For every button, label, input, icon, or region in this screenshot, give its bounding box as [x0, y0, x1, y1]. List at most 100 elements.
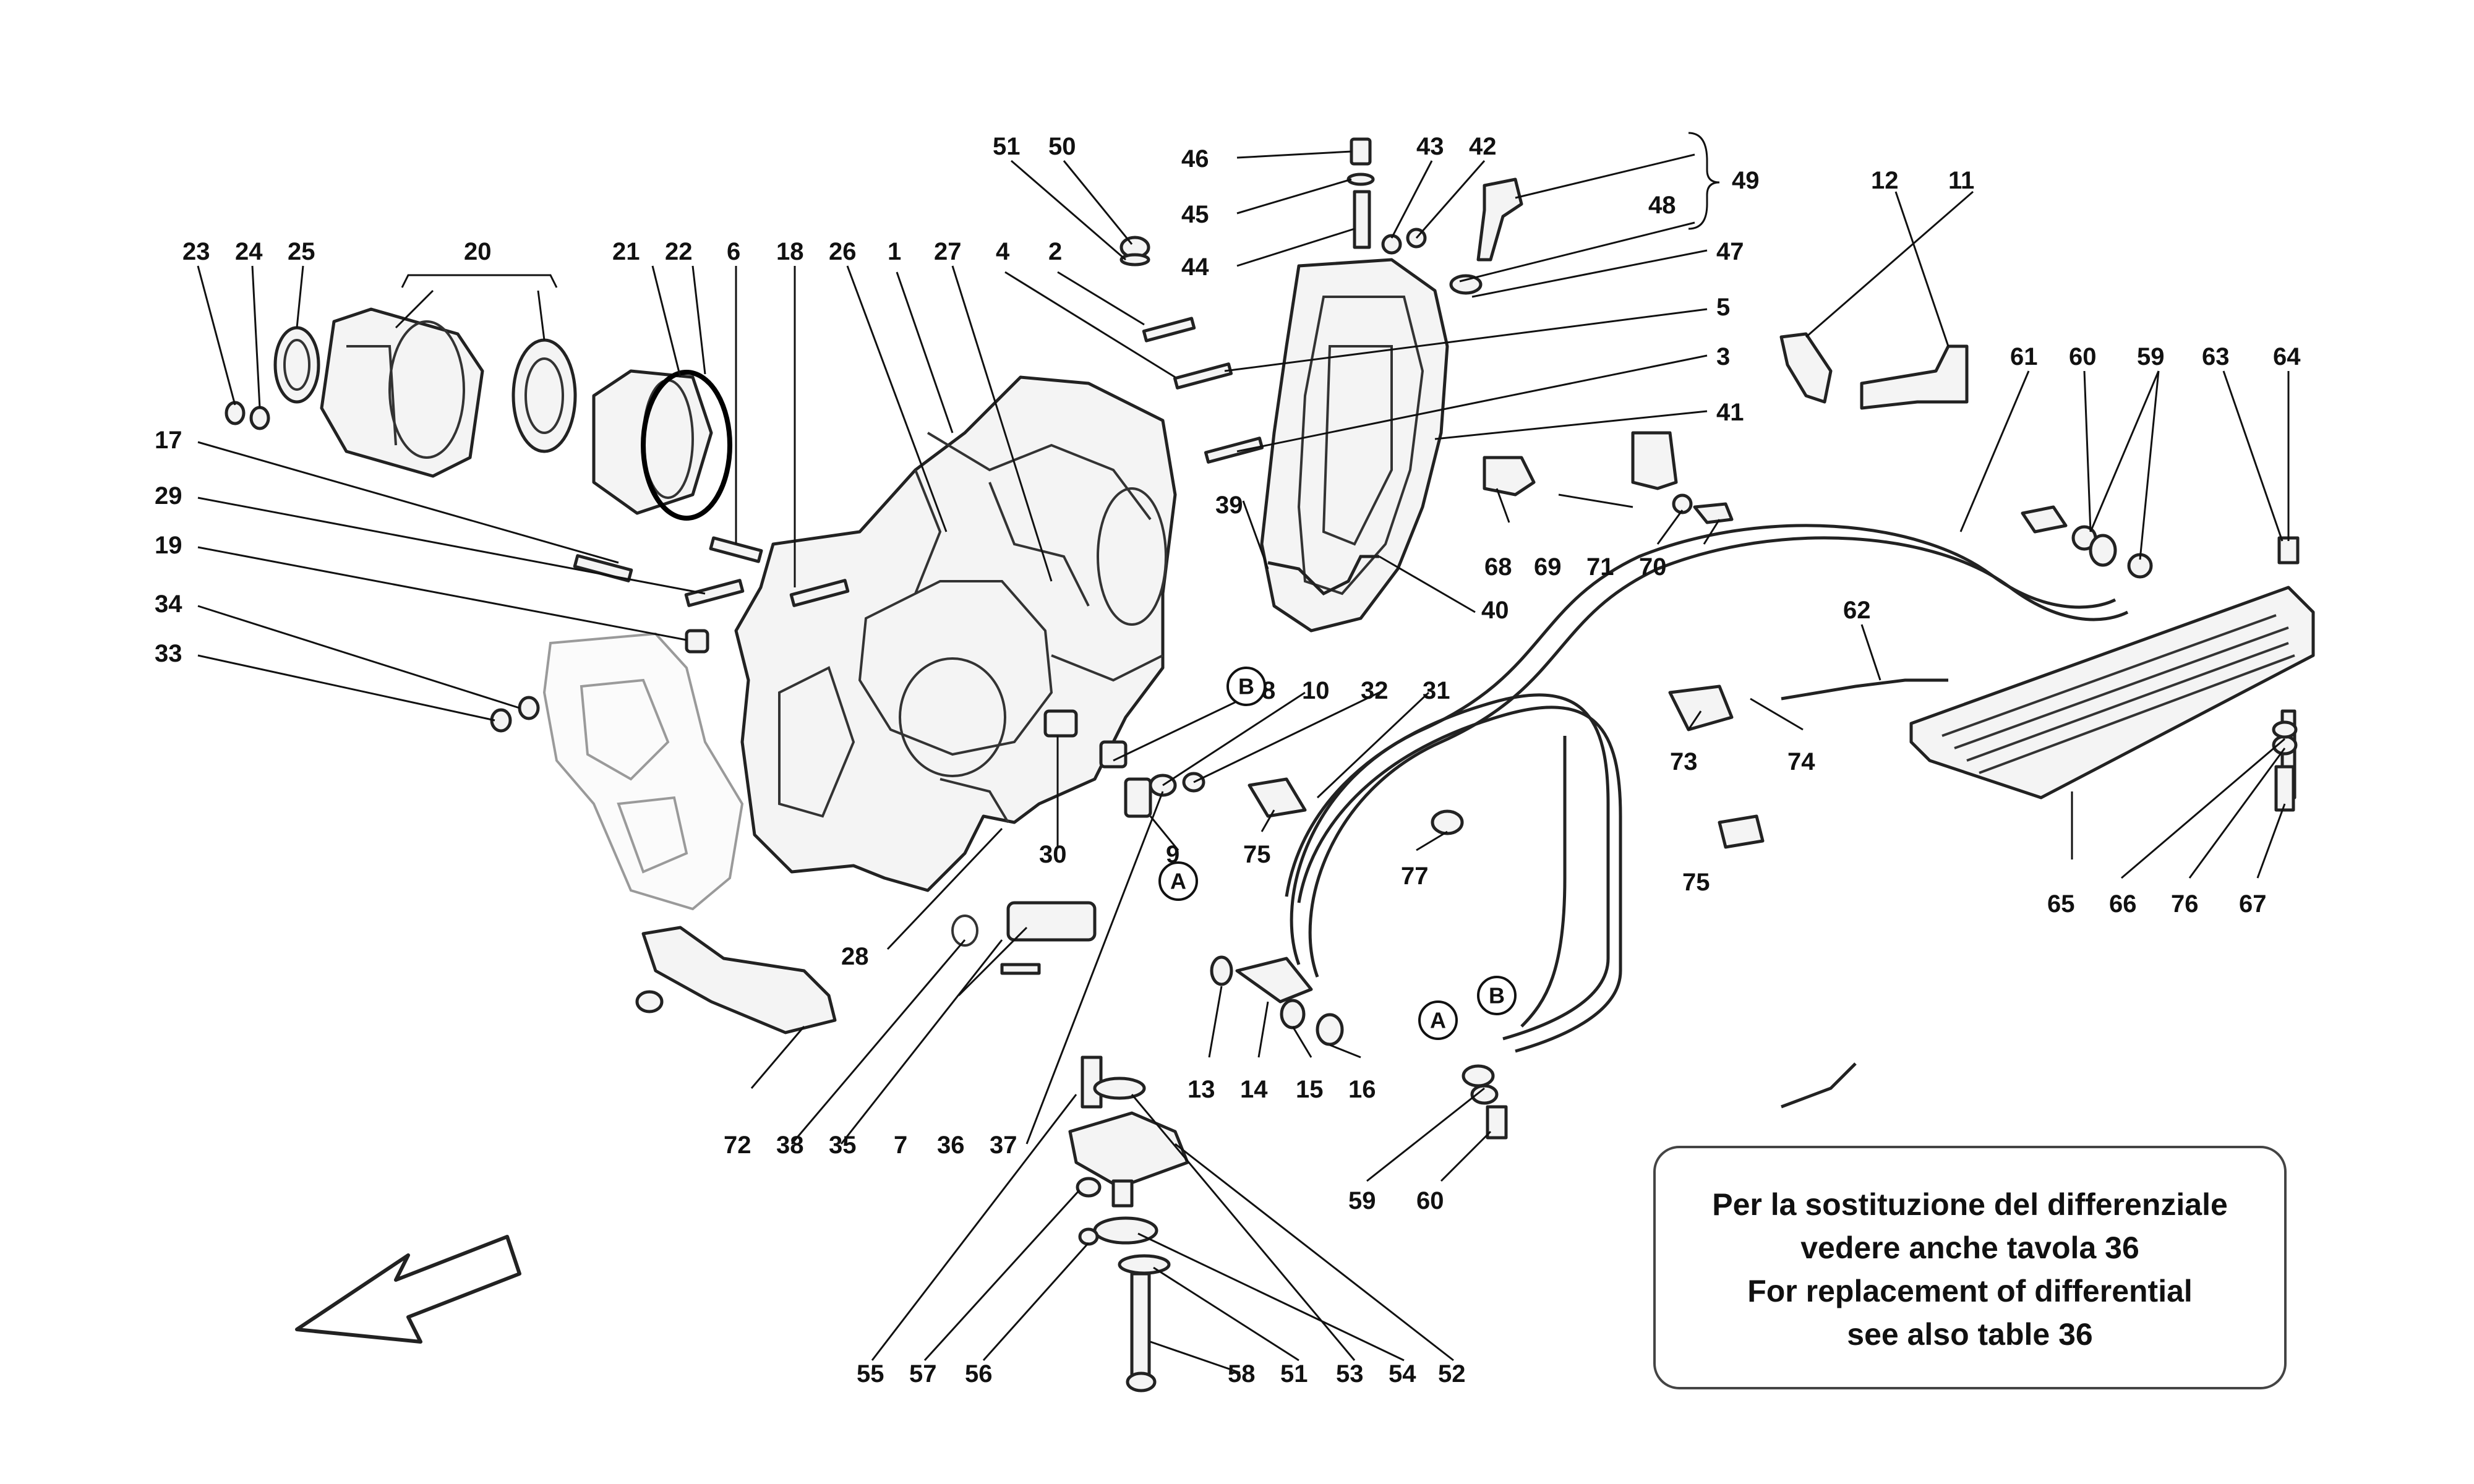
callout-71: 71	[1586, 553, 1614, 581]
callout-34: 34	[155, 591, 182, 618]
callout-26: 26	[829, 238, 857, 265]
callout-32: 32	[1361, 677, 1389, 704]
note-line-4: see also table 36	[1847, 1317, 2092, 1352]
callout-62: 62	[1843, 597, 1871, 624]
callout-41: 41	[1716, 399, 1744, 426]
callout-33: 33	[155, 640, 182, 667]
callout-60b: 60	[1416, 1187, 1444, 1214]
callout-73: 73	[1670, 748, 1698, 775]
callout-labels: 1 2 3 4 5 6 7 8 9 10 11 12 13 14 15 16 1…	[155, 133, 2301, 1388]
callout-64: 64	[2273, 343, 2301, 370]
callout-67: 67	[2239, 890, 2267, 918]
note-line-1: Per la sostituzione del differenziale	[1712, 1187, 2228, 1222]
callout-59b: 59	[1348, 1187, 1376, 1214]
callout-24: 24	[235, 238, 263, 265]
callout-50: 50	[1048, 133, 1076, 160]
svg-text:B: B	[1238, 674, 1254, 699]
callout-56: 56	[965, 1360, 993, 1388]
callout-59: 59	[2137, 343, 2165, 370]
dowel-pins	[573, 317, 1264, 607]
top-fasteners	[1119, 137, 1523, 295]
callout-38: 38	[776, 1132, 804, 1159]
callout-63: 63	[2202, 343, 2230, 370]
callout-65: 65	[2047, 890, 2075, 918]
parts-drawing	[225, 137, 2315, 1392]
marker-b-right: B	[1477, 976, 1517, 1015]
callout-12: 12	[1871, 167, 1899, 194]
callout-45: 45	[1181, 201, 1209, 228]
callout-51b: 51	[1280, 1360, 1308, 1388]
note-box: Per la sostituzione del differenziale ve…	[1653, 1146, 2287, 1389]
callout-53: 53	[1336, 1360, 1364, 1388]
callout-35: 35	[829, 1132, 857, 1159]
callout-23: 23	[182, 238, 210, 265]
direction-arrow	[295, 1235, 521, 1344]
leader-lines	[197, 150, 2290, 1374]
callout-68: 68	[1484, 553, 1512, 581]
callout-52: 52	[1438, 1360, 1466, 1388]
callout-66: 66	[2109, 890, 2137, 918]
callout-49: 49	[1732, 167, 1760, 194]
callout-30: 30	[1039, 841, 1067, 868]
callout-22: 22	[665, 238, 693, 265]
callout-76: 76	[2171, 890, 2199, 918]
callout-54: 54	[1389, 1360, 1416, 1388]
callout-1: 1	[888, 238, 901, 265]
marker-b-upper: B	[1226, 667, 1266, 706]
callout-58: 58	[1228, 1360, 1256, 1388]
callout-4: 4	[996, 238, 1010, 265]
callout-6: 6	[727, 238, 740, 265]
callout-11: 11	[1948, 167, 1974, 194]
cover-oil-pipe	[1267, 555, 1379, 596]
callout-15: 15	[1296, 1076, 1324, 1103]
svg-text:A: A	[1430, 1008, 1446, 1033]
callout-47: 47	[1716, 238, 1744, 265]
callout-72: 72	[724, 1132, 751, 1159]
callout-28: 28	[841, 943, 869, 970]
bracket-nut	[635, 990, 664, 1013]
svg-text:B: B	[1489, 983, 1505, 1009]
callout-46: 46	[1181, 145, 1209, 173]
mount-bracket-72	[641, 926, 837, 1034]
callout-3: 3	[1716, 343, 1730, 370]
callout-36: 36	[937, 1132, 965, 1159]
callout-74: 74	[1787, 748, 1815, 775]
note-line-2: vedere anche tavola 36	[1800, 1230, 2139, 1265]
engine-mount	[1068, 1055, 1189, 1392]
callout-70: 70	[1639, 553, 1667, 581]
brace-49	[1688, 132, 1720, 230]
callout-19: 19	[155, 532, 182, 559]
seal-ring-25	[273, 326, 320, 404]
callout-69: 69	[1534, 553, 1562, 581]
callout-43: 43	[1416, 133, 1444, 160]
bracket-20	[401, 274, 558, 288]
marker-a-lower: A	[1158, 861, 1198, 901]
note-line-3: For replacement of differential	[1747, 1274, 2193, 1308]
callout-10: 10	[1302, 677, 1330, 704]
bearing-ring-20	[511, 338, 577, 453]
washers-23-24	[225, 401, 270, 430]
callout-44: 44	[1181, 254, 1209, 281]
callout-13: 13	[1188, 1076, 1215, 1103]
marker-a-right: A	[1418, 1000, 1458, 1040]
drain-plug-parts	[1210, 955, 1344, 1046]
callout-17: 17	[155, 427, 182, 454]
oil-cooler	[1909, 536, 2315, 800]
callout-31: 31	[1423, 677, 1450, 704]
callout-48: 48	[1648, 192, 1676, 219]
callout-37: 37	[990, 1132, 1017, 1159]
oil-lines	[1285, 524, 2129, 1109]
callout-77: 77	[1401, 863, 1429, 890]
brackets-11-12	[1779, 332, 1969, 410]
svg-text:A: A	[1170, 869, 1186, 894]
callout-9: 9	[1166, 841, 1179, 868]
callout-61: 61	[2010, 343, 2038, 370]
callout-25: 25	[288, 238, 315, 265]
callout-42: 42	[1469, 133, 1497, 160]
line-clips	[1248, 684, 1765, 849]
callout-39: 39	[1215, 492, 1243, 519]
callout-75b: 75	[1682, 869, 1710, 896]
callout-21: 21	[612, 238, 640, 265]
engine-mount-ghost	[542, 632, 744, 911]
